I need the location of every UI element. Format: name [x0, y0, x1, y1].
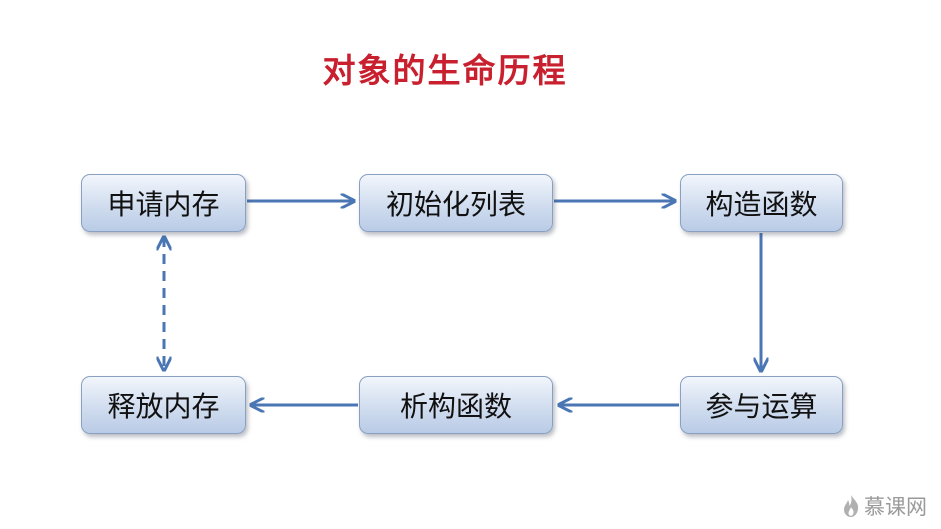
flame-icon	[844, 495, 859, 517]
watermark: 慕课网	[842, 491, 927, 521]
node-constructor[interactable]: 构造函数	[680, 174, 843, 232]
node-participate-in-operations[interactable]: 参与运算	[680, 376, 843, 434]
watermark-text: 慕课网	[864, 495, 927, 519]
diagram-title: 对象的生命历程	[322, 51, 568, 90]
node-allocate-memory[interactable]: 申请内存	[81, 174, 246, 232]
node-initializer-list[interactable]: 初始化列表	[359, 174, 553, 232]
node-release-memory[interactable]: 释放内存	[81, 376, 246, 434]
node-destructor[interactable]: 析构函数	[359, 376, 553, 434]
